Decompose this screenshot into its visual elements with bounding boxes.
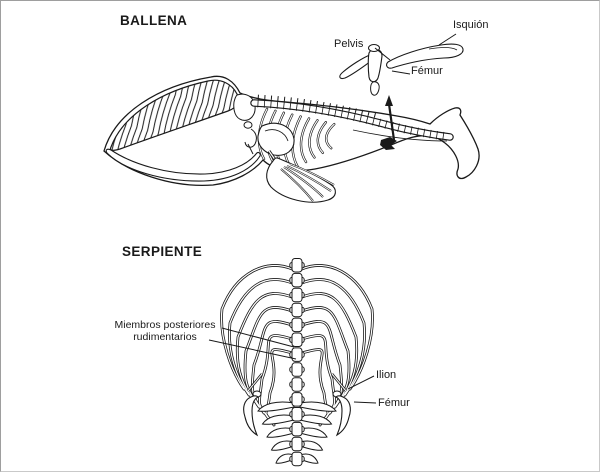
whale-skeleton-illustration [103, 33, 480, 203]
snake-femur-label: Fémur [378, 397, 410, 409]
snake-spine-column [289, 258, 305, 467]
whale-femur-label: Fémur [411, 65, 443, 77]
vestigial-limbs-label-line1: Miembros posteriores [114, 319, 216, 331]
snake-leader-lines [208, 327, 377, 404]
ischium-label: Isquión [453, 19, 489, 31]
snake-skeleton-illustration [208, 258, 377, 467]
snake-right-ribs [298, 264, 374, 465]
whale-lower-jaw [105, 148, 261, 182]
snake-left-vestigial-limb [243, 373, 264, 437]
whale-section-title: BALLENA [120, 13, 188, 28]
whale-flipper [266, 150, 336, 203]
whale-skull [233, 93, 257, 155]
pelvis-inset-bones [339, 43, 464, 96]
whale-ribcage [257, 107, 336, 168]
whale-leader-lines [374, 33, 457, 75]
snake-section-title: SERPIENTE [122, 244, 203, 259]
vestigial-limbs-label-line2: rudimentarios [133, 331, 197, 343]
whale-vestigial-pelvis-mark [380, 137, 397, 150]
pelvis-detail-arrow [385, 95, 396, 141]
ilium-label: Ilion [376, 369, 397, 381]
snake-left-ribs [220, 264, 295, 464]
vestigial-limbs-label: Miembros posteriores rudimentarios [104, 319, 226, 343]
pelvis-label: Pelvis [334, 38, 364, 50]
whale-scapula [257, 122, 295, 156]
whale-vertebrae-ticks [257, 94, 445, 141]
